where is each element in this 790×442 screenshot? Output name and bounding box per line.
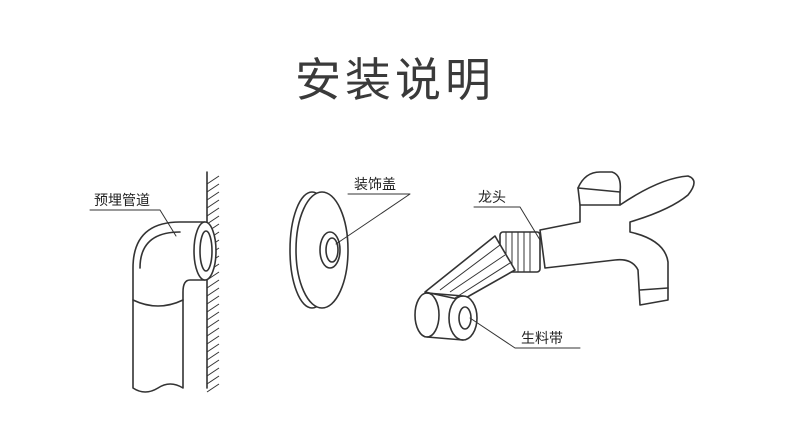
wall-hatch-line [206, 351, 220, 361]
wall-hatch-line [206, 183, 220, 193]
label-faucet: 龙头 [478, 190, 506, 206]
wall-hatch-line [206, 207, 220, 217]
wall-hatch-line [206, 367, 220, 377]
leader-lines [89, 193, 581, 349]
wall-hatch-line [206, 383, 220, 393]
wall-hatch-line [206, 295, 220, 305]
wall [206, 171, 220, 393]
faucet [499, 171, 695, 306]
wall-hatch-line [206, 343, 220, 353]
page-title: 安装说明 [295, 53, 495, 107]
wall-hatch-line [206, 311, 220, 321]
decorative-cover [289, 191, 349, 309]
wall-hatch-line [206, 327, 220, 337]
embedded-pipe [132, 221, 217, 393]
wall-hatch-line [206, 335, 220, 345]
wall-hatch-line [206, 279, 220, 289]
wall-hatch-line [206, 287, 220, 297]
wall-hatch-line [206, 191, 220, 201]
wall-hatch-line [206, 215, 220, 225]
label-embedded-pipe: 预埋管道 [94, 193, 150, 209]
wall-hatch-line [206, 359, 220, 369]
label-decorative-cover: 装饰盖 [354, 177, 396, 193]
wall-hatch-line [206, 303, 220, 313]
wall-hatch-line [206, 319, 220, 329]
wall-hatch-line [206, 199, 220, 209]
wall-hatch-line [206, 375, 220, 385]
wall-hatch-line [206, 175, 220, 185]
label-thread-tape: 生料带 [521, 331, 563, 347]
thread-tape [414, 235, 516, 341]
